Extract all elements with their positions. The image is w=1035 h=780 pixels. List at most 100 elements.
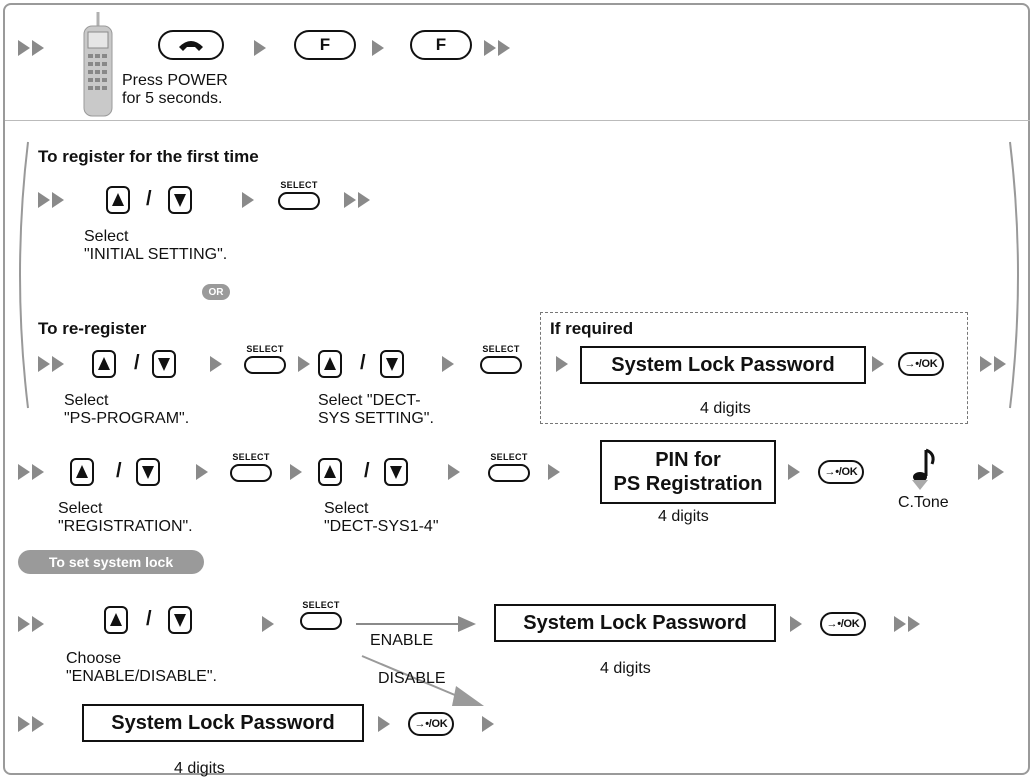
down-key[interactable] [384, 458, 408, 486]
flow-arrow-icon [978, 464, 990, 480]
flow-arrow-icon [242, 192, 254, 208]
power-instruction-line2: for 5 seconds. [122, 90, 223, 107]
ok-key[interactable]: →•/OK [820, 612, 866, 636]
system-lock-password-box[interactable]: System Lock Password [494, 604, 776, 642]
system-lock-password-box[interactable]: System Lock Password [82, 704, 364, 742]
flow-arrow-icon [38, 356, 50, 372]
flow-arrow-icon [484, 40, 496, 56]
up-key[interactable] [318, 350, 342, 378]
if-required-label: If required [550, 319, 634, 338]
select-instruction-line1: Select [84, 228, 129, 245]
flow-arrow-icon [872, 356, 884, 372]
ok-key[interactable]: →•/OK [898, 352, 944, 376]
flow-arrow-icon [32, 716, 44, 732]
flow-arrow-icon [290, 464, 302, 480]
diagram-frame [3, 3, 1030, 775]
select-key[interactable]: SELECT [242, 344, 288, 378]
flow-arrow-icon [378, 716, 390, 732]
flow-arrow-icon [790, 616, 802, 632]
down-key[interactable] [152, 350, 176, 378]
flow-arrow-icon [482, 716, 494, 732]
f-key-2[interactable]: F [410, 30, 472, 60]
select-ps-program-line2: "PS-PROGRAM". [64, 410, 190, 427]
select-registration-line1: Select [58, 500, 103, 517]
tone-pointer-icon [912, 480, 928, 490]
system-lock-badge: To set system lock [18, 550, 204, 574]
or-slash: / [360, 352, 366, 374]
flow-arrow-icon [358, 192, 370, 208]
flow-arrow-icon [262, 616, 274, 632]
password-digits-label: 4 digits [174, 760, 225, 777]
flow-arrow-icon [992, 464, 1004, 480]
up-key[interactable] [106, 186, 130, 214]
flow-arrow-icon [556, 356, 568, 372]
f-key-1[interactable]: F [294, 30, 356, 60]
flow-arrow-icon [994, 356, 1006, 372]
up-key[interactable] [318, 458, 342, 486]
flow-arrow-icon [38, 192, 50, 208]
or-slash: / [146, 608, 152, 630]
flow-arrow-icon [196, 464, 208, 480]
power-key[interactable] [158, 30, 224, 60]
down-key[interactable] [380, 350, 404, 378]
ok-key[interactable]: →•/OK [818, 460, 864, 484]
select-dect-sys-line1: Select "DECT- [318, 392, 421, 409]
enable-label: ENABLE [370, 632, 434, 649]
or-slash: / [116, 460, 122, 482]
flow-arrow-icon [32, 40, 44, 56]
select-registration-line2: "REGISTRATION". [58, 518, 193, 535]
or-badge: OR [202, 284, 230, 300]
flow-arrow-icon [32, 616, 44, 632]
flow-arrow-icon [52, 356, 64, 372]
flow-arrow-icon [18, 464, 30, 480]
up-key[interactable] [70, 458, 94, 486]
or-slash: / [364, 460, 370, 482]
flow-arrow-icon [254, 40, 266, 56]
flow-arrow-icon [372, 40, 384, 56]
flow-arrow-icon [32, 464, 44, 480]
flow-arrow-icon [344, 192, 356, 208]
first-time-title: To register for the first time [38, 147, 259, 166]
password-digits-label: 4 digits [700, 400, 751, 417]
flow-arrow-icon [298, 356, 310, 372]
flow-arrow-icon [980, 356, 992, 372]
select-key[interactable]: SELECT [298, 600, 344, 634]
left-parenthesis [19, 141, 29, 409]
flow-arrow-icon [52, 192, 64, 208]
flow-arrow-icon [18, 716, 30, 732]
pin-box-line2: PS Registration [613, 473, 763, 495]
choose-line1: Choose [66, 650, 122, 667]
reregister-title: To re-register [38, 319, 147, 338]
disable-label: DISABLE [378, 670, 446, 687]
flow-arrow-icon [442, 356, 454, 372]
down-key[interactable] [168, 606, 192, 634]
select-dect-sys14-line1: Select [324, 500, 369, 517]
select-key[interactable]: SELECT [486, 452, 532, 486]
confirmation-tone-label: C.Tone [898, 494, 949, 511]
flow-arrow-icon [908, 616, 920, 632]
down-key[interactable] [168, 186, 192, 214]
down-key[interactable] [136, 458, 160, 486]
music-note-icon [913, 448, 935, 482]
select-key[interactable]: SELECT [478, 344, 524, 378]
section-divider [5, 120, 1030, 121]
flow-arrow-icon [18, 616, 30, 632]
select-ps-program-line1: Select [64, 392, 109, 409]
if-required-box [540, 312, 968, 424]
up-key[interactable] [92, 350, 116, 378]
pin-box-line1: PIN for [655, 449, 721, 471]
pin-digits-label: 4 digits [658, 508, 709, 525]
pin-registration-box[interactable]: PIN for PS Registration [600, 440, 776, 504]
or-slash: / [134, 352, 140, 374]
ok-key[interactable]: →•/OK [408, 712, 454, 736]
select-dect-sys14-line2: "DECT-SYS1-4" [324, 518, 439, 535]
right-parenthesis [1009, 141, 1019, 409]
select-instruction-line2: "INITIAL SETTING". [84, 246, 228, 263]
handset-icon [83, 12, 113, 117]
select-key[interactable]: SELECT [276, 180, 322, 214]
system-lock-password-box[interactable]: System Lock Password [580, 346, 866, 384]
flow-arrow-icon [548, 464, 560, 480]
up-key[interactable] [104, 606, 128, 634]
select-key[interactable]: SELECT [228, 452, 274, 486]
power-instruction-line1: Press POWER [122, 72, 228, 89]
